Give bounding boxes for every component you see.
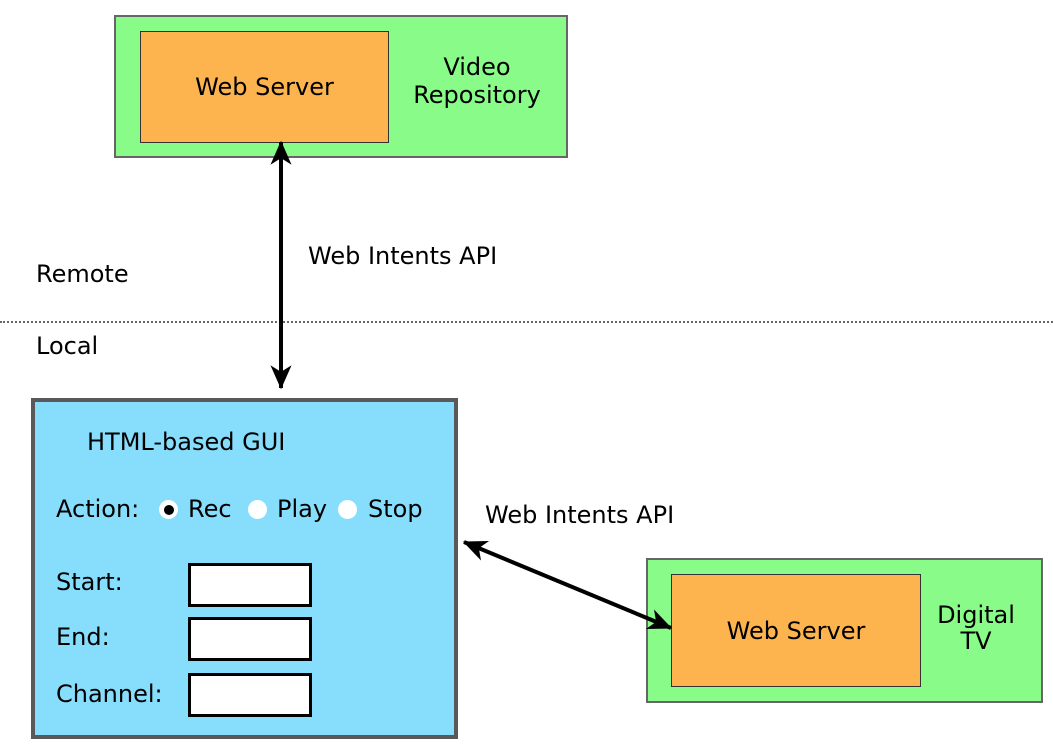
web-intents-api-label-remote: Web Intents API	[308, 242, 498, 270]
radio-rec[interactable]	[159, 500, 178, 519]
radio-stop[interactable]	[338, 500, 357, 519]
video-repository-box: Web Server Video Repository	[114, 15, 568, 158]
digital-tv-caption-line2: TV	[960, 627, 992, 655]
radio-rec-label: Rec	[188, 495, 232, 523]
web-intents-arrow-tv	[462, 540, 673, 630]
local-zone-label: Local	[36, 332, 99, 360]
channel-input[interactable]	[188, 673, 312, 717]
digital-tv-caption-line1: Digital	[937, 601, 1015, 629]
action-label: Action:	[56, 495, 140, 523]
digital-tv-web-server-box: Web Server	[671, 574, 921, 687]
html-gui-title: HTML-based GUI	[87, 428, 286, 456]
remote-local-divider	[0, 321, 1053, 323]
radio-play[interactable]	[248, 500, 267, 519]
html-gui-box: HTML-based GUI Action: Rec Play Stop Sta…	[31, 398, 458, 739]
video-repo-web-server-box: Web Server	[140, 31, 389, 143]
video-repository-caption-line1: Video	[443, 53, 511, 81]
video-repository-caption: Video Repository	[397, 53, 557, 109]
digital-tv-caption: Digital TV	[906, 602, 1046, 654]
web-intents-api-label-tv: Web Intents API	[485, 501, 675, 529]
radio-play-label: Play	[277, 495, 328, 523]
radio-stop-label: Stop	[368, 495, 423, 523]
digital-tv-box: Web Server Digital TV	[646, 558, 1043, 703]
end-label: End:	[56, 623, 110, 651]
end-input[interactable]	[188, 617, 312, 661]
channel-label: Channel:	[56, 680, 163, 708]
start-input[interactable]	[188, 563, 312, 607]
remote-zone-label: Remote	[36, 260, 129, 288]
video-repository-caption-line2: Repository	[413, 81, 541, 109]
start-label: Start:	[56, 568, 123, 596]
